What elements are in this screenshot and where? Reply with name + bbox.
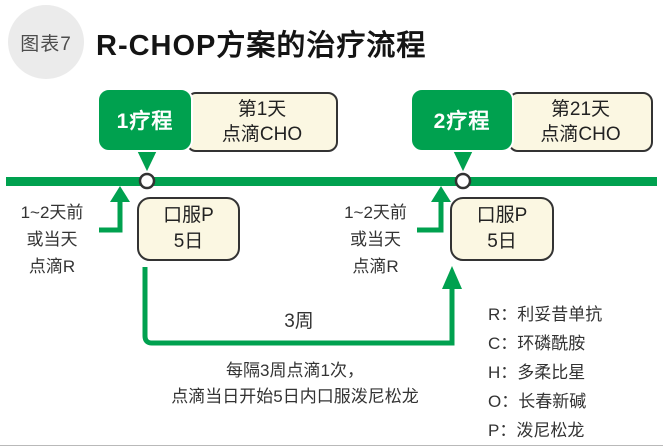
bubble-pointer-cycle1 — [133, 147, 161, 177]
legend-item-r: R：利妥昔单抗 — [488, 305, 603, 324]
interval-bracket — [142, 267, 455, 346]
oral-p-box-1: 口服P 5日 — [137, 197, 240, 261]
pre-dose-arrow-1 — [99, 200, 123, 233]
day-box-cycle2-line1: 第21天 — [550, 98, 611, 120]
pre-dose-note-2-line1: 1~2天前 — [344, 203, 407, 222]
oral-p-box-1-line2: 5日 — [173, 231, 204, 252]
interval-arrowhead — [442, 266, 462, 289]
pre-dose-note-2-line2: 或当天 — [350, 230, 401, 249]
pre-dose-note-1-line1: 1~2天前 — [20, 203, 84, 222]
schedule-note-line1: 每隔3周点滴1次， — [226, 361, 364, 380]
oral-p-box-2-line2: 5日 — [487, 231, 517, 252]
timeline-node-day1 — [138, 172, 156, 190]
cycle2-bubble: 2疗程 — [410, 88, 514, 152]
legend-item-p: P：泼尼松龙 — [488, 421, 585, 440]
bubble-pointer-cycle2 — [449, 147, 477, 177]
interval-label: 3周 — [284, 311, 314, 332]
drug-legend: R：利妥昔单抗 C：环磷酰胺 H：多柔比星 O：长春新碱 P：泼尼松龙 — [488, 300, 602, 445]
oral-p-box-2: 口服P 5日 — [450, 197, 554, 261]
oral-p-box-2-line1: 口服P — [476, 205, 528, 227]
day-box-cycle1-line2: 点滴CHO — [221, 124, 303, 145]
timeline-bar — [6, 177, 657, 186]
schedule-note-line2: 点滴当日开始5日内口服泼尼松龙 — [171, 387, 419, 406]
legend-item-h: H：多柔比星 — [488, 363, 586, 382]
pre-dose-arrowhead-1 — [110, 186, 130, 202]
pre-dose-arrow-2 — [417, 200, 444, 233]
day-box-cycle2-line2: 点滴CHO — [540, 124, 621, 145]
pre-dose-arrowhead-2 — [431, 186, 451, 202]
figure-number-badge: 图表7 — [8, 5, 84, 79]
pre-dose-note-2-line3: 点滴R — [352, 257, 399, 276]
day-box-cycle2: 第21天 点滴CHO — [508, 92, 653, 152]
pre-dose-note-1-line2: 或当天 — [26, 230, 78, 249]
day-box-cycle1: 第1天 点滴CHO — [186, 92, 338, 152]
timeline-node-day21 — [454, 172, 472, 190]
schedule-note: 每隔3周点滴1次， 点滴当日开始5日内口服泼尼松龙 — [75, 358, 515, 410]
day-box-cycle1-line1: 第1天 — [237, 98, 287, 120]
pre-dose-note-2: 1~2天前 或当天 点滴R — [327, 199, 424, 280]
page-title: R-CHOP方案的治疗流程 — [96, 30, 427, 62]
oral-p-box-1-line1: 口服P — [163, 205, 214, 227]
pre-dose-note-1-line3: 点滴R — [28, 257, 76, 276]
legend-item-o: O：长春新碱 — [488, 392, 587, 411]
cycle1-bubble: 1疗程 — [97, 88, 193, 152]
legend-item-c: C：环磷酰胺 — [488, 334, 586, 353]
pre-dose-note-1: 1~2天前 或当天 点滴R — [6, 199, 98, 280]
